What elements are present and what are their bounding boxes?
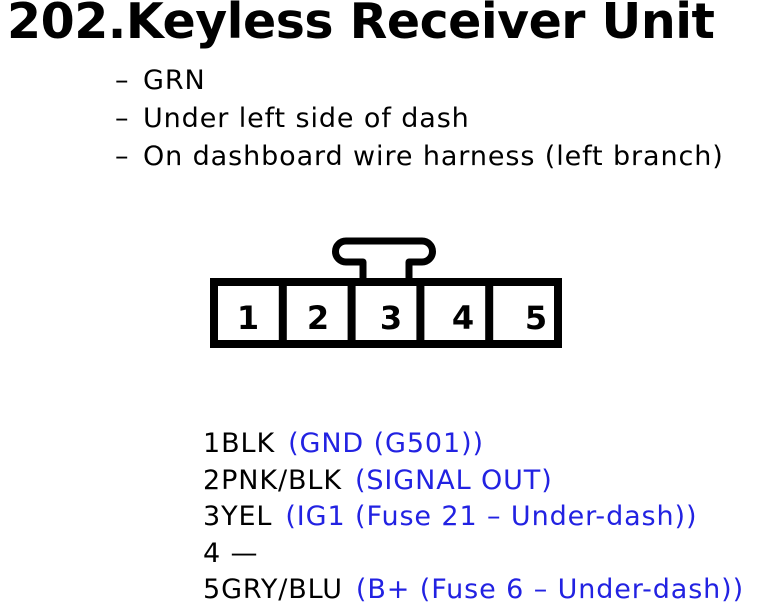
pin-label: 2PNK/BLK <box>203 464 342 496</box>
pin-note: (SIGNAL OUT) <box>354 464 553 496</box>
table-row: 1BLK (GND (G501)) <box>203 426 744 463</box>
pin-number: 5 <box>525 299 547 337</box>
pin-note: (IG1 (Fuse 21 – Under-dash)) <box>285 501 698 532</box>
pin-label: 5GRY/BLU <box>203 574 343 605</box>
pin-number: 2 <box>307 299 329 337</box>
pin-number: 4 <box>452 299 474 337</box>
bullet-text: GRN <box>143 65 206 96</box>
pin-number: 3 <box>380 299 402 337</box>
bullet-text: Under left side of dash <box>143 103 470 134</box>
bullet-dash: – <box>115 141 130 172</box>
connector-diagram: 1 2 3 4 5 <box>210 237 562 348</box>
connector-latch-shape <box>332 237 436 290</box>
bullet-text: On dashboard wire harness (left branch) <box>143 141 724 172</box>
location-notes: – GRN – Under left side of dash – On das… <box>115 62 724 176</box>
table-row: 4 — <box>203 536 744 573</box>
table-row: 5GRY/BLU (B+ (Fuse 6 – Under-dash)) <box>203 572 744 609</box>
pinout-list: 1BLK (GND (G501)) 2PNK/BLK (SIGNAL OUT) 3Y… <box>203 426 744 609</box>
pin-label: 3YEL <box>203 501 273 532</box>
pin-label: 1BLK <box>203 428 276 459</box>
connector-body <box>210 278 562 348</box>
pin-number: 1 <box>237 299 259 337</box>
pin-label: 4 — <box>203 537 259 569</box>
page-title: 202.Keyless Receiver Unit <box>7 0 715 50</box>
table-row: 2PNK/BLK (SIGNAL OUT) <box>203 463 744 500</box>
list-item: – On dashboard wire harness (left branch… <box>115 138 724 176</box>
bullet-dash: – <box>115 65 130 96</box>
pin-note: (GND (G501)) <box>288 428 484 459</box>
pin-note: (B+ (Fuse 6 – Under-dash)) <box>355 574 745 605</box>
list-item: – GRN <box>115 62 724 100</box>
bullet-dash: – <box>115 103 130 134</box>
list-item: – Under left side of dash <box>115 100 724 138</box>
table-row: 3YEL (IG1 (Fuse 21 – Under-dash)) <box>203 499 744 536</box>
